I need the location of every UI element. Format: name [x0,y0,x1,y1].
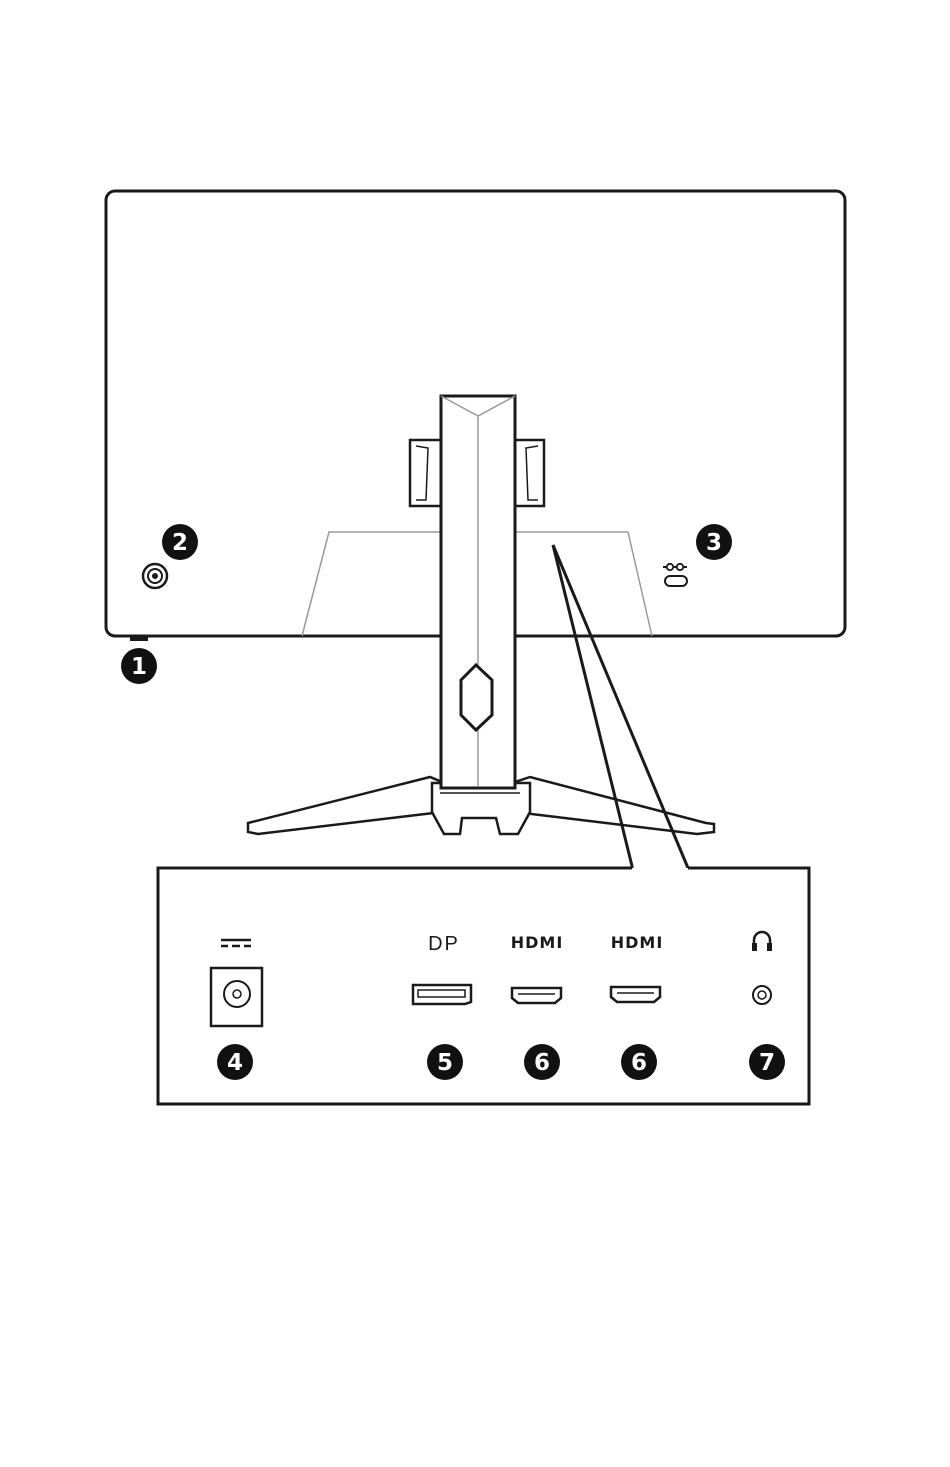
hdmi2-port [611,987,660,1002]
callout-7: 7 [749,1044,785,1080]
callout-6a-number: 6 [534,1050,550,1076]
callout-4: 4 [217,1044,253,1080]
callout-1-number: 1 [131,654,147,680]
hdmi2-label: HDMI [611,933,664,952]
dp-label: DP [428,933,460,955]
power-button-icon [130,635,148,641]
hdmi1-port [512,988,561,1003]
stand-mount-bracket-left [410,440,442,506]
dc-power-jack [211,968,262,1026]
callout-4-number: 4 [227,1050,243,1076]
stand-neck [441,396,515,788]
callout-5-number: 5 [437,1050,453,1076]
callout-3-number: 3 [706,530,722,556]
displayport-port [413,985,471,1004]
callout-5: 5 [427,1044,463,1080]
callout-2-number: 2 [172,530,188,556]
hdmi1-label: HDMI [511,933,564,952]
callout-6b-number: 6 [631,1050,647,1076]
callout-7-number: 7 [759,1050,775,1076]
io-panel-zoom: DP HDMI HDMI [158,868,809,1104]
navigation-joystick-icon [143,564,167,588]
callout-6b: 6 [621,1044,657,1080]
callout-6a: 6 [524,1044,560,1080]
callout-1: 1 [121,648,157,684]
stand-mount-bracket-right [512,440,544,506]
cable-management-hole [461,665,492,730]
callout-2: 2 [162,524,198,560]
callout-3: 3 [696,524,732,560]
headphone-jack [753,986,771,1004]
